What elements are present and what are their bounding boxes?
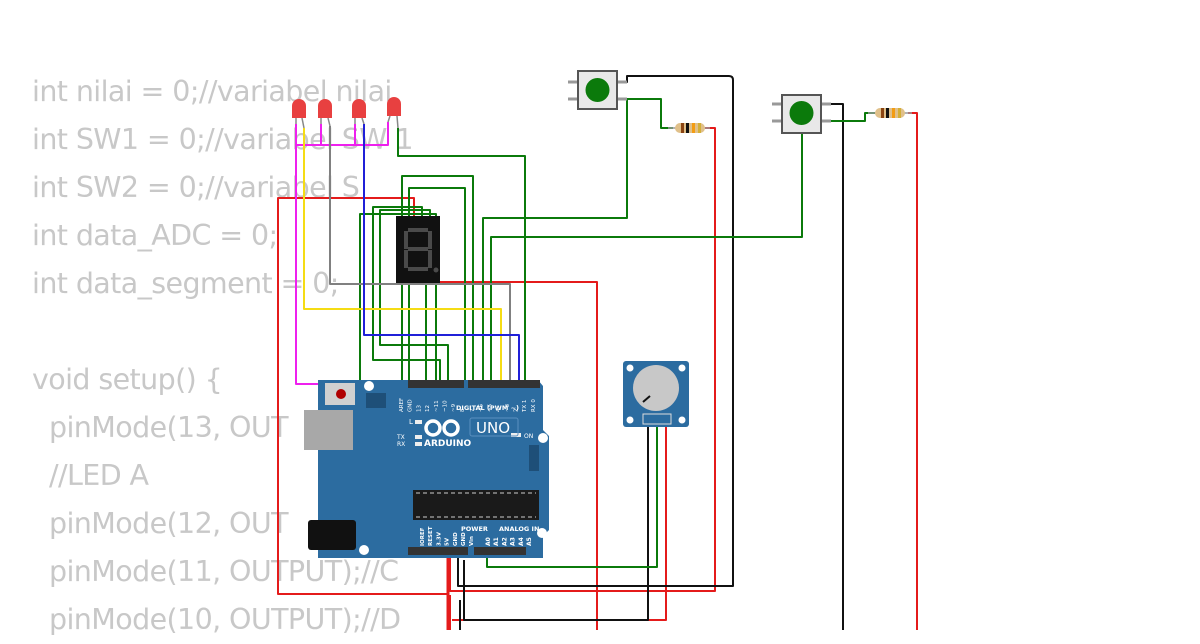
analog-label: ANALOG IN [499,525,539,533]
code-line: int data_ADC = 0; [32,219,278,252]
power-pin-label: GND [461,532,467,546]
circuit-canvas[interactable]: L TX RX ARDUINO UNO ON DIGITAL (PWM ~) P… [0,0,1200,630]
wire-red[interactable] [449,127,716,592]
code-line: pinMode(11, OUTPUT);//C [49,555,399,588]
digital-pin-label: 12 [425,405,431,412]
pushbutton-2[interactable] [772,94,831,134]
code-line: void setup() { [32,363,223,396]
digital-pin-label: 13 [416,405,422,412]
atmega-chip [413,490,539,520]
power-jack [308,520,356,550]
power-pin-label: RESET [428,526,434,546]
led-2[interactable] [318,99,332,127]
wire-black[interactable] [822,103,844,630]
wire-black[interactable] [463,418,649,621]
analog-pin-label: A0 [485,537,492,546]
digital-pin-label: ~3 [505,403,511,412]
code-line: pinMode(12, OUT [49,507,289,540]
analog-pin-label: A1 [493,537,500,546]
wire-green[interactable] [397,128,526,384]
power-pin-label: GND [453,532,459,546]
power-pin-label: Vin [469,536,475,546]
arduino-uno-board[interactable]: L TX RX ARDUINO UNO ON DIGITAL (PWM ~) P… [304,380,549,558]
wire-yellow[interactable] [303,128,502,384]
digital-pin-label: AREF [399,398,405,412]
led-4[interactable] [387,97,401,129]
power-label: POWER [461,525,488,533]
wire-black[interactable] [457,75,734,587]
pushbutton-1[interactable] [568,70,627,110]
code-line: pinMode(13, OUT [49,411,289,444]
digital-pin-label: 7 [470,408,476,412]
wire-green[interactable] [617,98,673,129]
wire-green[interactable] [379,209,449,384]
led-l-label: L [409,418,413,426]
digital-pin-label: ~11 [434,400,440,412]
led-rx-label: RX [397,441,405,448]
digital-pin-label: ~5 [487,403,493,412]
digital-pin-label: ~10 [443,400,449,412]
usb-port [304,410,353,450]
power-pin-label: 3.3V [436,531,442,546]
resistor-2[interactable] [868,108,912,118]
digital-pin-label: ~9 [451,403,457,412]
potentiometer[interactable] [623,361,689,427]
led-3[interactable] [352,99,366,125]
led-tx-label: TX [396,434,405,441]
digital-pin-label: GND [408,399,414,412]
wire-red[interactable] [908,112,918,630]
digital-pin-label: 2 [514,409,520,413]
resistor-1[interactable] [668,123,710,133]
on-label: ON [524,433,533,440]
code-line: int data_segment = 0; [32,267,339,300]
wire-green[interactable] [490,112,803,384]
analog-pin-label: A2 [501,537,508,546]
digital-header-label: DIGITAL (PWM ~) [456,404,519,412]
power-pin-label: IOREF [420,527,426,546]
wire-magenta[interactable] [296,122,389,146]
power-pin-label: 5V [445,537,451,546]
wire-blue[interactable] [363,124,520,384]
analog-pin-label: A5 [526,537,533,546]
reset-button[interactable] [336,389,346,399]
led-1[interactable] [292,99,306,129]
wire-green[interactable] [401,175,474,384]
brand-label: ARDUINO [424,439,472,449]
digital-pin-label: 4 [496,408,502,412]
wire-green[interactable] [482,99,628,384]
analog-pin-label: A3 [510,537,517,546]
wire-green[interactable] [408,187,466,384]
digital-pin-label: TX 1 [522,400,528,413]
seven-segment-display[interactable] [396,216,440,283]
digital-pin-label: 8 [460,408,466,412]
model-label: UNO [476,419,510,437]
digital-pin-label: ~6 [479,403,485,412]
code-line: //LED A [49,459,149,492]
arduino-logo-icon [424,419,460,437]
analog-pin-label: A4 [518,537,525,546]
digital-pin-label: RX 0 [531,399,537,412]
